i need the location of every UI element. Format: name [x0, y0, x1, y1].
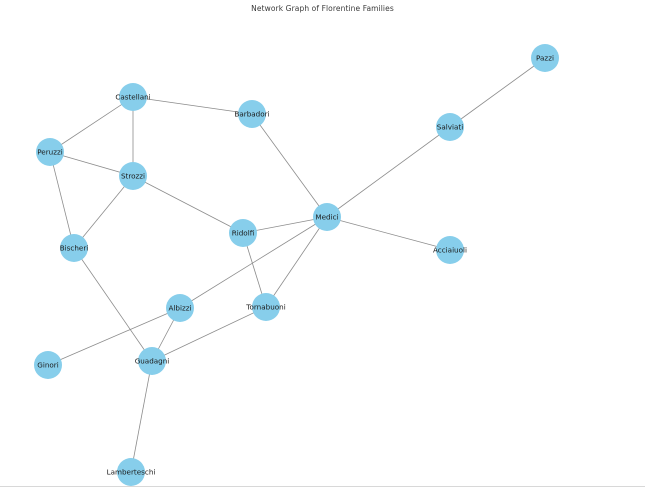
node-label: Barbadori: [234, 110, 269, 119]
edges-layer: [47, 57, 546, 473]
graph-node[interactable]: Castellani: [115, 83, 151, 111]
graph-node[interactable]: Lamberteschi: [107, 458, 156, 486]
node-label: Guadagni: [135, 357, 170, 366]
graph-node[interactable]: Strozzi: [119, 162, 147, 190]
graph-edge: [49, 151, 75, 249]
graph-edge: [242, 216, 328, 234]
node-circle[interactable]: [238, 100, 266, 128]
graph-node[interactable]: Medici: [313, 203, 341, 231]
node-circle[interactable]: [60, 234, 88, 262]
graph-node[interactable]: Ginori: [34, 351, 62, 379]
node-circle[interactable]: [166, 294, 194, 322]
graph-edge: [132, 175, 244, 234]
node-circle[interactable]: [252, 293, 280, 321]
graph-edge: [449, 57, 546, 128]
graph-node[interactable]: Salviati: [436, 113, 464, 141]
graph-edge: [73, 247, 153, 362]
node-circle[interactable]: [138, 347, 166, 375]
graph-edge: [130, 360, 153, 473]
graph-node[interactable]: Ridolfi: [229, 219, 257, 247]
graph-edge: [179, 216, 328, 309]
node-circle[interactable]: [36, 138, 64, 166]
node-label: Lamberteschi: [107, 468, 156, 477]
node-label: Salviati: [437, 123, 463, 132]
node-label: Acciaiuoli: [433, 246, 467, 255]
graph-node[interactable]: Pazzi: [531, 44, 559, 72]
node-label: Tornabuoni: [245, 303, 285, 312]
node-circle[interactable]: [119, 83, 147, 111]
page-title: Network Graph of Florentine Families: [251, 4, 394, 13]
graph-edge: [132, 96, 253, 115]
graph-edge: [49, 96, 134, 153]
node-label: Pazzi: [536, 54, 554, 63]
node-circle[interactable]: [229, 219, 257, 247]
graph-node[interactable]: Barbadori: [234, 100, 270, 128]
graph-edge: [47, 307, 181, 366]
node-circle[interactable]: [531, 44, 559, 72]
node-label: Albizzi: [168, 304, 191, 313]
node-circle[interactable]: [436, 236, 464, 264]
graph-edge: [151, 306, 267, 362]
node-circle[interactable]: [436, 113, 464, 141]
graph-node[interactable]: Albizzi: [166, 294, 194, 322]
graph-node[interactable]: Bischeri: [60, 234, 89, 262]
graph-edge: [251, 113, 328, 218]
graph-node[interactable]: Tornabuoni: [245, 293, 286, 321]
node-label: Ginori: [37, 361, 58, 370]
graph-edge: [326, 126, 451, 218]
node-label: Strozzi: [121, 172, 145, 181]
graph-edge: [73, 175, 134, 249]
node-circle[interactable]: [117, 458, 145, 486]
node-circle[interactable]: [119, 162, 147, 190]
node-circle[interactable]: [313, 203, 341, 231]
node-label: Ridolfi: [232, 229, 254, 238]
graph-node[interactable]: Peruzzi: [36, 138, 64, 166]
node-circle[interactable]: [34, 351, 62, 379]
graph-edge: [265, 216, 328, 308]
graph-edge: [49, 151, 134, 177]
graph-edge: [326, 216, 451, 251]
node-label: Bischeri: [60, 244, 89, 253]
graph-node[interactable]: Acciaiuoli: [433, 236, 467, 264]
node-label: Medici: [315, 213, 338, 222]
node-label: Castellani: [115, 93, 150, 102]
graph-node[interactable]: Guadagni: [135, 347, 170, 375]
node-label: Peruzzi: [37, 148, 63, 157]
